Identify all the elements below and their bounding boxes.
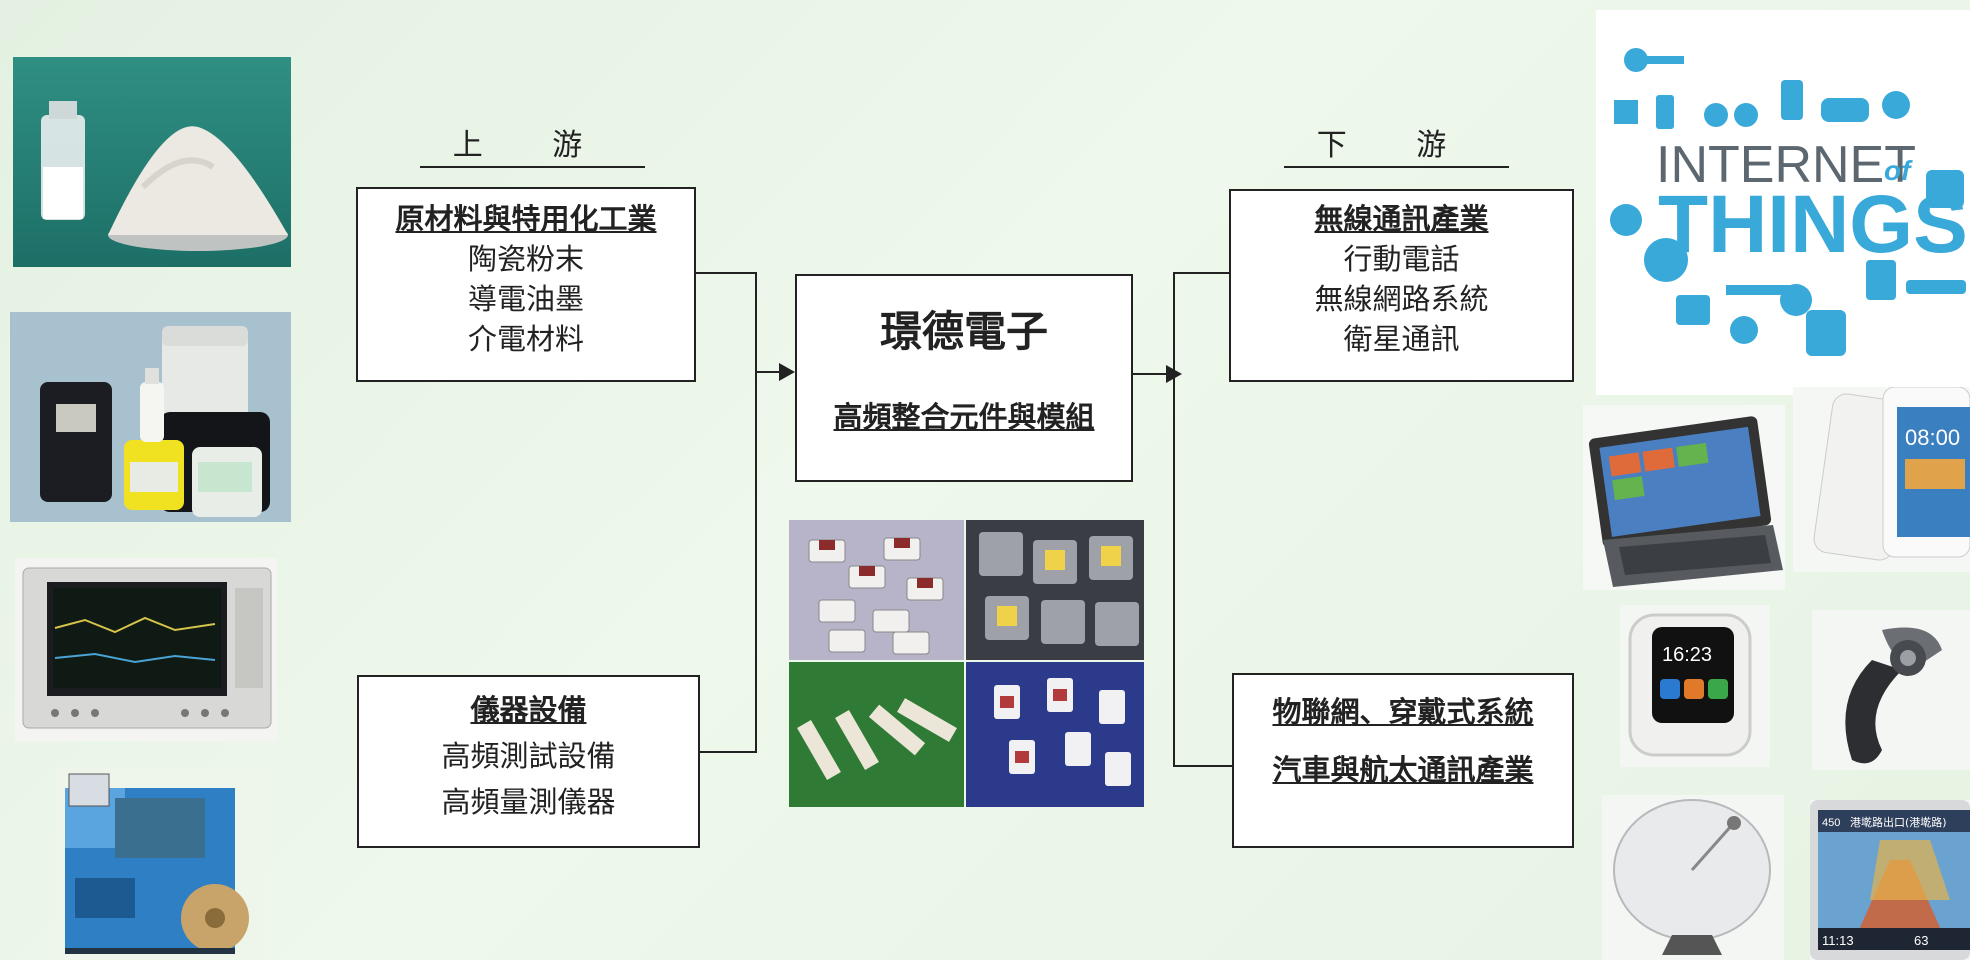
smartwatch-photo: 16:23 — [1620, 605, 1770, 767]
gps-navigator-photo: 450 港墘路出口(港墘路) 11:13 63 — [1810, 800, 1970, 960]
automotive-line: 汽車與航太通訊產業 — [1272, 753, 1534, 787]
ceramic-powder-photo — [13, 57, 291, 267]
connector-line — [1173, 272, 1175, 766]
company-name: 璟德電子 — [879, 307, 1048, 356]
iot-line: 物聯網、穿戴式系統 — [1272, 695, 1534, 729]
nav-speed-readout: 450 — [1822, 817, 1840, 829]
tablet-laptop-photo — [1583, 405, 1785, 590]
connector-line — [1173, 765, 1232, 767]
iot-graphic-line1: INTERNET — [1656, 136, 1916, 194]
connector-line — [1173, 272, 1229, 274]
wireless-item: 行動電話 — [1343, 242, 1460, 276]
instrument-item: 高頻測試設備 — [441, 739, 616, 773]
wireless-item: 衛星通訊 — [1343, 322, 1460, 356]
nav-banner: 港墘路出口(港墘路) — [1850, 815, 1947, 829]
material-item: 介電材料 — [467, 322, 584, 356]
bluetooth-headset-photo — [1812, 610, 1970, 770]
company-box: 璟德電子 高頻整合元件與模組 — [795, 274, 1133, 482]
wireless-title: 無線通訊產業 — [1314, 202, 1489, 236]
connector-line — [755, 371, 779, 373]
connector-line — [696, 272, 756, 274]
wireless-item: 無線網路系統 — [1314, 282, 1489, 316]
connector-line — [700, 751, 756, 753]
raw-materials-box: 原材料與特用化工業 陶瓷粉末 導電油墨 介電材料 — [356, 187, 696, 382]
nav-speed-limit: 63 — [1914, 933, 1928, 948]
wireless-box: 無線通訊產業 行動電話 無線網路系統 衛星通訊 — [1229, 189, 1574, 382]
upstream-label: 上 游 — [420, 126, 645, 168]
iot-graphic-of: of — [1884, 155, 1913, 186]
connector-line — [1133, 373, 1167, 375]
material-item: 陶瓷粉末 — [467, 242, 584, 276]
instruments-box: 儀器設備 高頻測試設備 高頻量測儀器 — [357, 675, 700, 848]
iot-graphic-line2: THINGS — [1658, 179, 1968, 270]
taping-machine-photo — [55, 768, 265, 960]
company-product: 高頻整合元件與模組 — [833, 400, 1095, 434]
component-photo-grid — [789, 520, 1144, 807]
internet-of-things-graphic: INTERNET of THINGS — [1596, 10, 1970, 395]
smartphone-photo: 08:00 — [1793, 387, 1970, 572]
watch-clock: 16:23 — [1662, 644, 1712, 666]
downstream-label: 下 游 — [1284, 126, 1509, 168]
nav-clock: 11:13 — [1822, 933, 1854, 948]
phone-clock: 08:00 — [1905, 425, 1960, 450]
instruments-title: 儀器設備 — [470, 693, 587, 727]
satellite-dish-photo — [1602, 795, 1784, 960]
material-item: 導電油墨 — [467, 282, 584, 316]
arrow-to-company — [779, 363, 795, 381]
raw-materials-title: 原材料與特用化工業 — [395, 202, 657, 236]
connector-line — [755, 272, 757, 753]
instrument-item: 高頻量測儀器 — [441, 785, 616, 819]
conductive-ink-jars-photo — [10, 312, 291, 522]
iot-automotive-box: 物聯網、穿戴式系統 汽車與航太通訊產業 — [1232, 673, 1574, 848]
rf-test-equipment-photo — [15, 558, 277, 741]
